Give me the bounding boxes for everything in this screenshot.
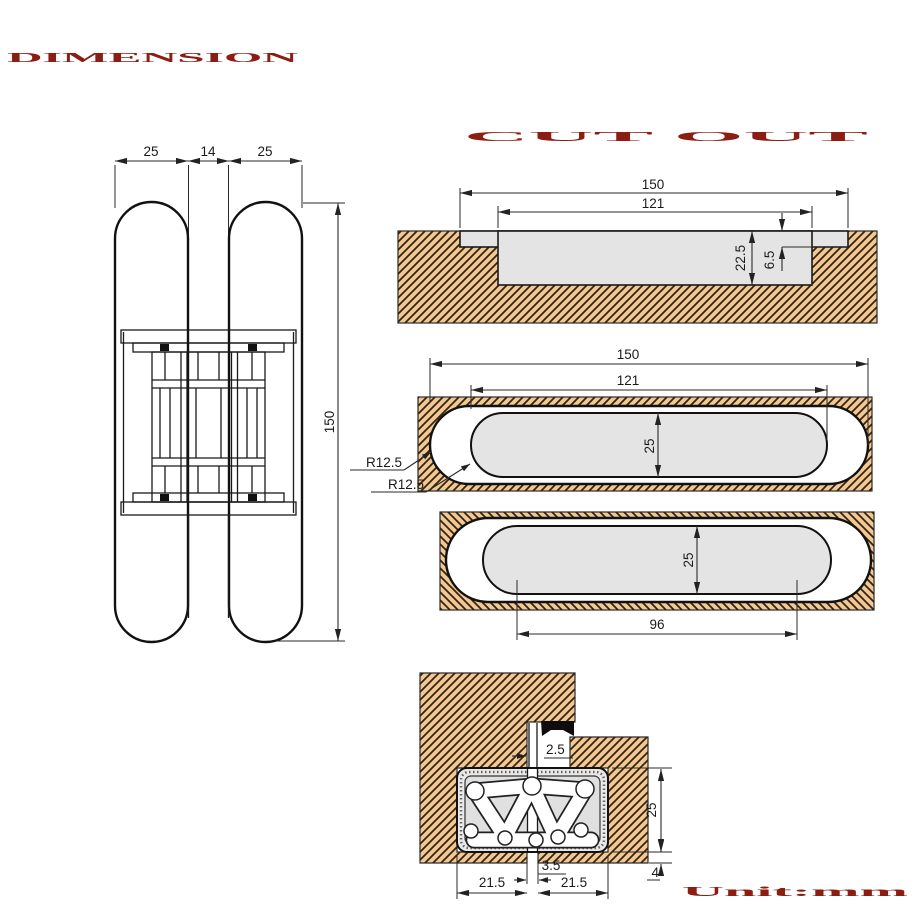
hinge-linkage <box>463 776 600 849</box>
dim-front-right-25: 25 <box>257 144 272 159</box>
dim-closed-bottom-4: 4 <box>651 865 659 880</box>
hinge-mechanism <box>120 329 297 516</box>
dim-front-height-150: 150 <box>322 411 337 434</box>
hinge-front-view: 25 14 25 <box>113 144 345 644</box>
gasket-seal <box>541 721 574 736</box>
page-title-cutout: CUT OUT <box>464 129 868 144</box>
label-radius-outer: R12.5 <box>366 455 402 470</box>
dim-closed-left-21-5: 21.5 <box>479 875 505 890</box>
slot-inner-lower <box>482 525 832 595</box>
dim-plan1-width-25: 25 <box>642 438 657 453</box>
label-radius-inner: R12.5 <box>388 477 424 492</box>
page-title-dimension: DIMENSION <box>7 50 299 65</box>
slot-inner-upper <box>470 412 828 478</box>
dim-depth-lip-6-5: 6.5 <box>762 251 777 270</box>
plan-cutout-lower: 25 96 <box>439 511 875 640</box>
depth-section-view: 150 121 22.5 6.5 <box>397 177 878 324</box>
dim-closed-center-3-5: 3.5 <box>542 858 561 873</box>
dim-plan1-inner-121: 121 <box>617 373 640 388</box>
deep-recess <box>497 230 813 286</box>
dim-depth-overall-150: 150 <box>642 177 665 192</box>
dim-plan1-overall-150: 150 <box>617 347 640 362</box>
closed-section-view: 2.5 25 4 3.5 21.5 21.5 <box>419 672 672 899</box>
plan-cutout-upper: 150 121 25 R12.5 R12.5 <box>350 347 873 493</box>
unit-label: Unit:mm <box>682 884 911 899</box>
dim-depth-22-5: 22.5 <box>733 245 748 271</box>
dim-plan2-width-25: 25 <box>681 552 696 567</box>
dim-closed-right-21-5: 21.5 <box>561 875 587 890</box>
dim-depth-inner-121: 121 <box>642 196 665 211</box>
dim-closed-depth-25: 25 <box>644 802 659 817</box>
dim-plan2-straight-96: 96 <box>649 617 664 632</box>
dim-front-center-14: 14 <box>200 144 216 159</box>
dim-front-left-25: 25 <box>143 144 158 159</box>
dim-closed-gap-2-5: 2.5 <box>546 742 565 757</box>
